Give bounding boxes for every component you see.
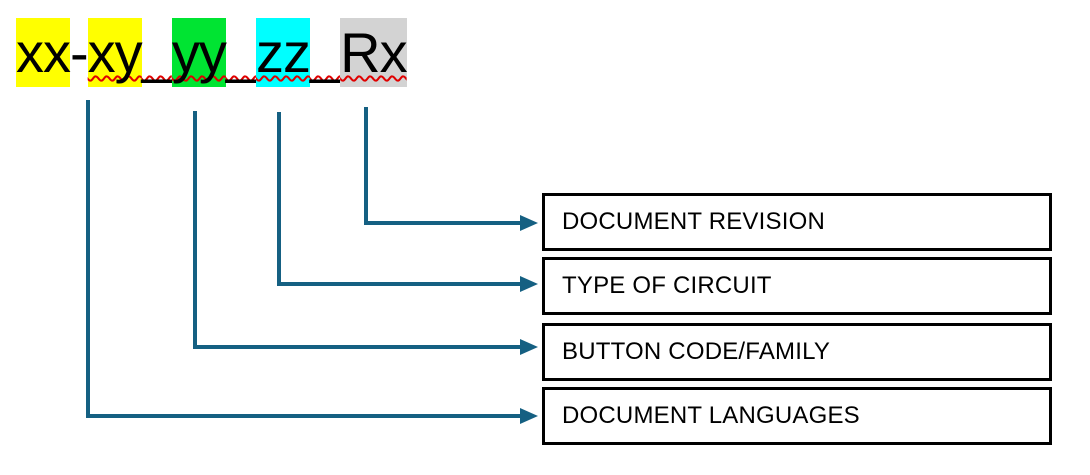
code-segment-languages-xx: xx [16, 18, 71, 87]
connector-zz-to-circuit-type [277, 112, 538, 292]
label-box-button-code-family: BUTTON CODE/FAMILY [542, 323, 1052, 381]
connector-yy-to-button-code [193, 111, 538, 355]
label-text-document-revision: DOCUMENT REVISION [562, 208, 825, 235]
label-box-type-of-circuit: TYPE OF CIRCUIT [542, 257, 1052, 315]
code-segment-button-code-yy: yy [171, 18, 227, 87]
code-segment-languages-xy: xy [87, 18, 143, 87]
code-segment-revision-rx: Rx [340, 18, 408, 87]
label-box-document-revision: DOCUMENT REVISION [542, 193, 1052, 251]
label-text-document-languages: DOCUMENT LANGUAGES [562, 402, 860, 429]
code-segment-circuit-type-zz: zz [255, 18, 311, 87]
connector-xxxy-to-languages [86, 100, 538, 424]
document-code: xx-xy_yy_zz_Rx [16, 18, 408, 88]
code-segment-underscore-3: _ [309, 21, 341, 84]
code-segment-underscore-1: _ [141, 21, 173, 84]
label-box-document-languages: DOCUMENT LANGUAGES [542, 387, 1052, 445]
code-segment-hyphen: - [70, 21, 89, 84]
connector-rx-to-revision [364, 107, 538, 231]
label-text-button-code-family: BUTTON CODE/FAMILY [562, 338, 831, 365]
label-text-type-of-circuit: TYPE OF CIRCUIT [562, 272, 772, 299]
code-segment-underscore-2: _ [225, 21, 257, 84]
